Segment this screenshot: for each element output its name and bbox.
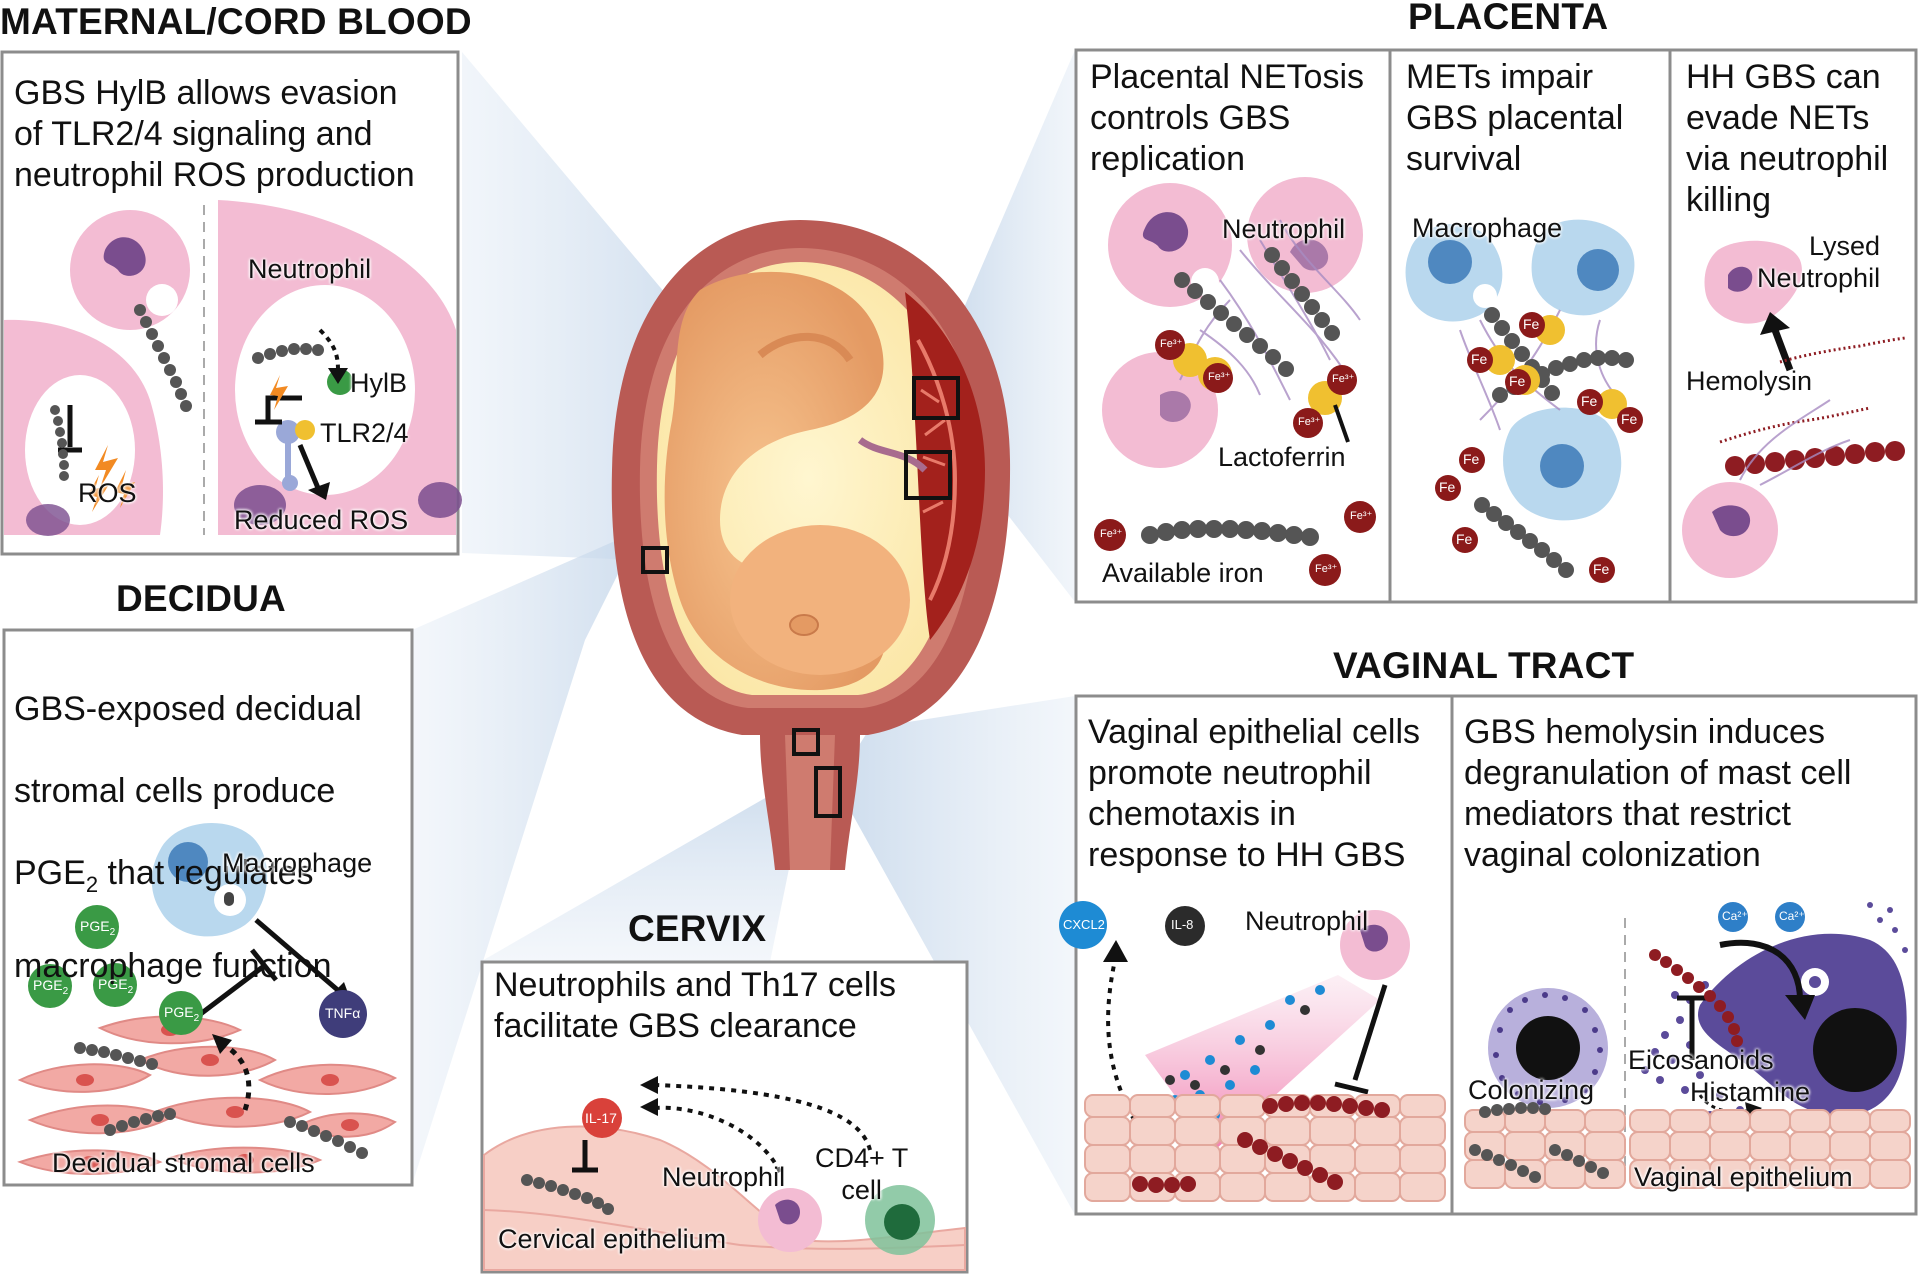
ca-label-1: Ca²⁺ bbox=[1722, 909, 1748, 923]
fe-label-5: Fe bbox=[1621, 411, 1638, 427]
label-hemolysin: Hemolysin bbox=[1686, 366, 1813, 396]
tnfa-molecule bbox=[319, 990, 367, 1038]
vaginal-chemotaxis-art bbox=[1059, 901, 1446, 1202]
placenta-netosis-art bbox=[1094, 177, 1376, 586]
fe-label-2: Fe bbox=[1471, 351, 1488, 367]
label-neutrophil-cervix: Neutrophil bbox=[662, 1162, 786, 1192]
ca-label-2: Ca²⁺ bbox=[1779, 909, 1805, 923]
label-available-iron: Available iron bbox=[1102, 558, 1264, 588]
label-hylb: HylB bbox=[350, 368, 408, 398]
label-eicosanoids: Eicosanoids bbox=[1628, 1045, 1774, 1075]
label-reduced-ros: Reduced ROS bbox=[234, 505, 409, 535]
pge2-label-4: PGE2 bbox=[164, 1004, 200, 1024]
title-decidua: DECIDUA bbox=[116, 578, 286, 619]
label-colonizing: Colonizing bbox=[1468, 1075, 1595, 1105]
label-lactoferrin: Lactoferrin bbox=[1218, 442, 1346, 472]
title-vaginal-tract: VAGINAL TRACT bbox=[1333, 645, 1635, 686]
tnfa-label: TNFα bbox=[325, 1005, 361, 1021]
pge2-molecules bbox=[28, 905, 203, 1035]
pge2-label-2: PGE2 bbox=[33, 977, 69, 997]
label-neutrophil-vaginal: Neutrophil bbox=[1245, 906, 1369, 936]
fe3-label-3: Fe³⁺ bbox=[1332, 373, 1355, 385]
fe-label-3: Fe bbox=[1509, 373, 1526, 389]
cxcl2-label: CXCL2 bbox=[1063, 917, 1105, 932]
il17-label: IL-17 bbox=[585, 1110, 617, 1126]
caption-decidua-line1: GBS-exposed decidual bbox=[14, 690, 362, 728]
title-maternal-cord: MATERNAL/CORD BLOOD bbox=[0, 1, 472, 42]
fe3-label-2: Fe³⁺ bbox=[1208, 371, 1231, 383]
fe-label-4: Fe bbox=[1581, 393, 1598, 409]
placenta-mets-art bbox=[1405, 219, 1643, 583]
caption-decidua-line3-rest: that regulates bbox=[98, 854, 314, 892]
caption-decidua-line3: PGE2 that regulates bbox=[14, 853, 362, 905]
label-vaginal-epithelium: Vaginal epithelium bbox=[1634, 1162, 1853, 1192]
caption-cervix: Neutrophils and Th17 cells facilitate GB… bbox=[494, 966, 896, 1045]
label-ros: ROS bbox=[78, 478, 137, 508]
label-neutrophil-maternal: Neutrophil bbox=[248, 254, 372, 284]
label-lysed-neutrophil: Lysed Neutrophil bbox=[1757, 231, 1881, 293]
fe3-label-1: Fe³⁺ bbox=[1160, 338, 1183, 350]
label-histamine: Histamine bbox=[1690, 1077, 1811, 1107]
label-neutrophil-placenta: Neutrophil bbox=[1222, 214, 1346, 244]
caption-placenta-netosis: Placental NETosis controls GBS replicati… bbox=[1090, 58, 1365, 178]
caption-decidua-pge-sub: 2 bbox=[85, 871, 99, 897]
placenta-hh-gbs-art bbox=[1682, 240, 1906, 578]
il8-label: IL-8 bbox=[1171, 917, 1194, 932]
fe-label-1: Fe bbox=[1523, 316, 1540, 332]
label-macrophage-decidua: Macrophage bbox=[222, 848, 373, 878]
caption-maternal-cord: GBS HylB allows evasion of TLR2/4 signal… bbox=[14, 74, 415, 194]
fe3-label-6: Fe³⁺ bbox=[1350, 510, 1373, 522]
fe-label-8: Fe bbox=[1456, 531, 1473, 547]
fe-label-6: Fe bbox=[1463, 451, 1480, 467]
label-cd4-t-cell: CD4+ T cell bbox=[815, 1143, 909, 1205]
label-decidual-stromal-cells: Decidual stromal cells bbox=[52, 1148, 315, 1178]
label-tlr2-4: TLR2/4 bbox=[320, 418, 409, 448]
caption-decidua-pge: PGE bbox=[14, 854, 86, 892]
cervix-art bbox=[483, 1076, 966, 1271]
decidua-art bbox=[17, 823, 398, 1175]
caption-decidua: GBS-exposed decidual stromal cells produ… bbox=[14, 648, 362, 1028]
label-cervical-epithelium: Cervical epithelium bbox=[498, 1224, 727, 1254]
label-macrophage-placenta: Macrophage bbox=[1412, 213, 1563, 243]
fe3-label-4: Fe³⁺ bbox=[1298, 416, 1321, 428]
gbs-chains-maternal bbox=[50, 304, 324, 481]
fe-label-9: Fe bbox=[1593, 561, 1610, 577]
pge2-label-3: PGE2 bbox=[98, 976, 134, 996]
caption-decidua-line4: macrophage function bbox=[14, 946, 332, 985]
uterus-illustration bbox=[611, 220, 1011, 870]
title-placenta: PLACENTA bbox=[1408, 0, 1609, 37]
caption-vaginal-chemotaxis: Vaginal epithelial cells promote neutrop… bbox=[1088, 713, 1421, 874]
caption-placenta-hh-gbs: HH GBS can evade NETs via neutrophil kil… bbox=[1686, 58, 1889, 219]
fe3-label-7: Fe³⁺ bbox=[1315, 563, 1338, 575]
caption-decidua-line2: stromal cells produce bbox=[14, 772, 336, 810]
vaginal-mastcell-art bbox=[1464, 902, 1911, 1189]
pge2-label-1: PGE2 bbox=[80, 918, 116, 938]
title-cervix: CERVIX bbox=[628, 908, 767, 949]
fe-label-7: Fe bbox=[1439, 479, 1456, 495]
caption-vaginal-mastcell: GBS hemolysin induces degranulation of m… bbox=[1464, 713, 1852, 874]
fe3-label-5: Fe³⁺ bbox=[1100, 528, 1123, 540]
caption-placenta-mets: METs impair GBS placental survival bbox=[1406, 58, 1624, 178]
